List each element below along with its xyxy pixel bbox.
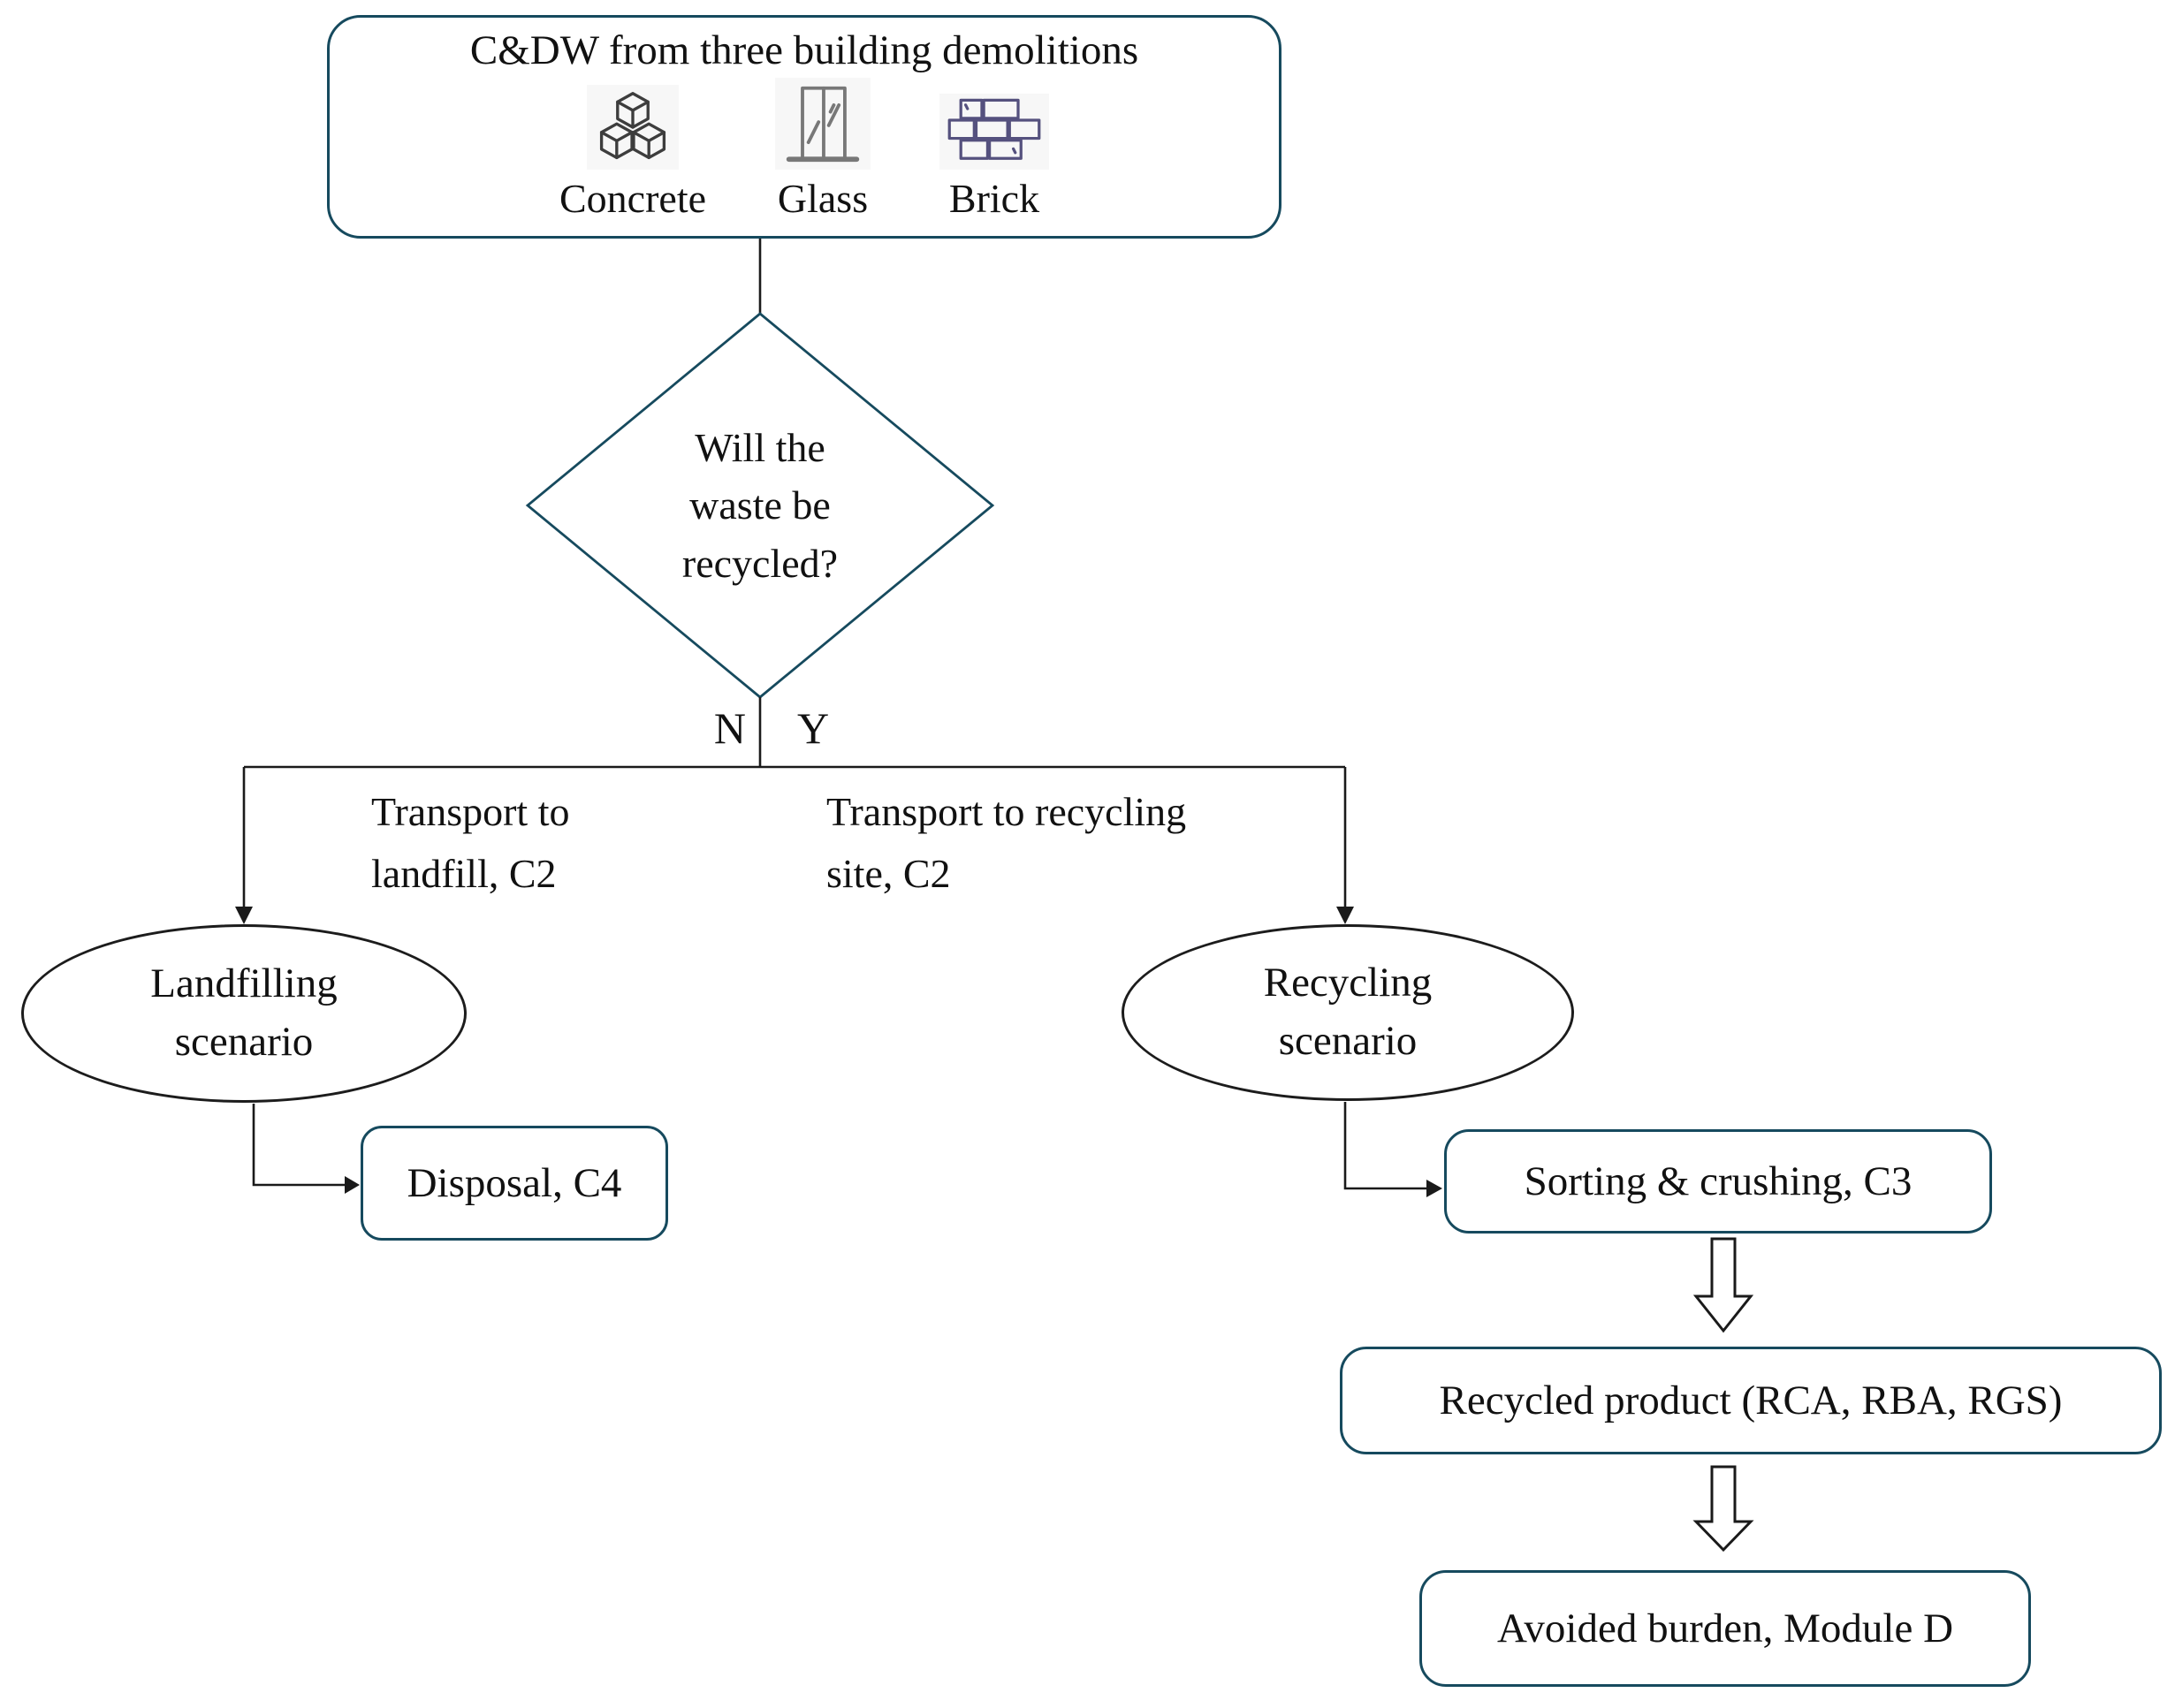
recycling-scenario-label: Recycling scenario	[1263, 960, 1433, 1064]
source-title: C&DW from three building demolitions	[469, 27, 1139, 73]
yes-branch-arrowhead	[1336, 907, 1354, 924]
edge-recycling-to-sorting	[1343, 1102, 1430, 1190]
recycling-scenario-ellipse: Recycling scenario	[1122, 924, 1574, 1101]
landfilling-scenario-label: Landfilling scenario	[150, 960, 338, 1065]
disposal-box: Disposal, C4	[361, 1126, 668, 1241]
disposal-arrowhead	[345, 1176, 360, 1194]
material-brick: Brick	[939, 94, 1050, 222]
edge-caption-transport-recycling: Transport to recycling site, C2	[826, 789, 1187, 896]
sorting-arrowhead	[1426, 1180, 1442, 1197]
material-label-concrete: Concrete	[559, 176, 707, 222]
no-branch-arrowhead	[235, 907, 253, 924]
hollow-arrow-recycled-to-avoided	[1692, 1465, 1754, 1552]
hollow-arrow-sorting-to-recycled	[1692, 1237, 1754, 1333]
material-glass: Glass	[775, 78, 871, 222]
edge-landfilling-to-disposal	[252, 1104, 348, 1187]
avoided-burden-box: Avoided burden, Module D	[1419, 1570, 2031, 1687]
materials-row: Concrete Glass	[559, 78, 1050, 222]
glass-window-icon	[775, 78, 871, 171]
material-label-brick: Brick	[948, 176, 1040, 222]
source-box: C&DW from three building demolitions	[327, 15, 1281, 239]
decision-no-label: N	[713, 703, 746, 753]
material-label-glass: Glass	[777, 176, 869, 222]
sorting-crushing-box: Sorting & crushing, C3	[1444, 1129, 1992, 1234]
concrete-cubes-icon	[587, 85, 679, 171]
decision-yes-label: Y	[797, 703, 830, 753]
recycled-product-box: Recycled product (RCA, RBA, RGS)	[1340, 1347, 2162, 1454]
material-concrete: Concrete	[559, 85, 706, 222]
edge-caption-transport-landfill: Transport to landfill, C2	[371, 789, 570, 896]
landfilling-scenario-ellipse: Landfilling scenario	[21, 924, 467, 1103]
decision-question: Will the waste be recycled?	[681, 425, 839, 586]
brick-wall-icon	[939, 94, 1050, 171]
